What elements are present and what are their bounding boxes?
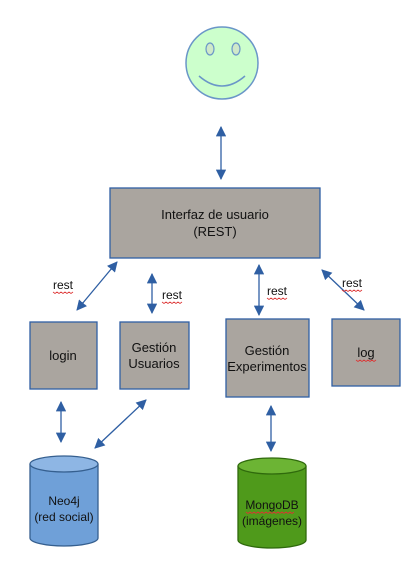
- login-label: login: [49, 348, 76, 363]
- user-smiley: [185, 26, 259, 100]
- interfaz-subtitle: (REST): [193, 224, 236, 239]
- smiley-face-icon: [185, 26, 259, 100]
- neo4j-cylinder-top: [29, 455, 99, 473]
- smiley-left-eye: [205, 42, 215, 56]
- gestion-usuarios-node: Gestión Usuarios: [119, 321, 190, 390]
- mongodb-sublabel: (imágenes): [242, 514, 302, 528]
- neo4j-sublabel: (red social): [34, 510, 93, 524]
- gestion-usuarios-line1: Gestión: [132, 340, 177, 355]
- gestion-experimentos-line1: Gestión: [245, 343, 290, 358]
- log-label: log: [357, 345, 374, 360]
- interfaz-node: Interfaz de usuario (REST): [109, 187, 321, 259]
- arrow-interfaz-log: [321, 269, 365, 311]
- spellcheck-underline: [52, 291, 74, 294]
- smiley-mouth: [198, 75, 246, 87]
- login-node: login: [29, 321, 98, 390]
- mongodb-label: MongoDB: [245, 498, 298, 512]
- gestion-experimentos-line2: Experimentos: [227, 359, 307, 374]
- rest-label-log: rest: [342, 276, 363, 290]
- smiley-right-eye: [231, 42, 241, 56]
- gestion-experimentos-node: Gestión Experimentos: [225, 318, 310, 398]
- mongodb-cylinder-body: [237, 466, 307, 549]
- spellcheck-underline: [355, 359, 377, 362]
- neo4j-cylinder-body: [29, 464, 99, 547]
- spellcheck-underline: [266, 297, 288, 300]
- log-node: log: [331, 318, 401, 387]
- connectors: [55, 125, 365, 453]
- gestion-usuarios-line2: Usuarios: [128, 356, 180, 371]
- rest-label-login: rest: [53, 278, 74, 292]
- arrow-usuarios-neo4j: [94, 399, 147, 449]
- interfaz-title: Interfaz de usuario: [161, 207, 269, 222]
- spellcheck-underline: [245, 511, 295, 514]
- spellcheck-underline: [341, 289, 363, 292]
- edge-labels: rest rest rest rest: [52, 276, 363, 304]
- rest-label-experimentos: rest: [267, 284, 288, 298]
- spellcheck-underline: [161, 301, 183, 304]
- arrow-interfaz-login: [76, 261, 118, 311]
- rest-label-usuarios: rest: [162, 288, 183, 302]
- mongodb-cylinder-top: [237, 457, 307, 475]
- mongodb-database: MongoDB (imágenes): [237, 457, 307, 549]
- neo4j-database: Neo4j (red social): [29, 455, 99, 547]
- neo4j-label: Neo4j: [48, 494, 79, 508]
